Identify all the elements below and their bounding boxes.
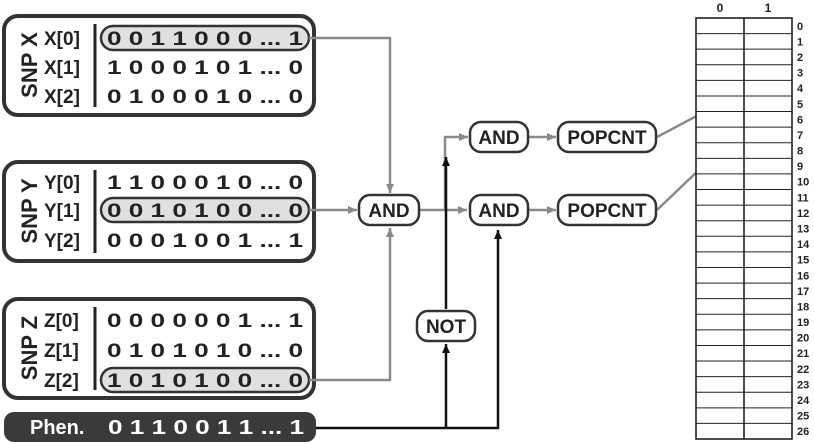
table-row-label: 1: [797, 36, 803, 48]
snp-y-row-name: Y[1]: [44, 201, 80, 222]
not-label: NOT: [426, 317, 467, 338]
snp-z-row-name: Z[0]: [44, 311, 79, 332]
table-col-header: 1: [765, 1, 772, 15]
table-row-label: 18: [797, 301, 809, 313]
snp-y-row-bits: 0 0 1 0 1 0 0 ... 0: [107, 201, 303, 222]
table-col-header: 0: [717, 1, 724, 15]
snp-x-row-name: X[1]: [44, 58, 80, 79]
snp-y-row-name: Y[2]: [44, 231, 80, 252]
snp-z-box: SNP Z Z[0] 0 0 0 0 0 0 1 ... 1 Z[1] 0 1 …: [2, 297, 316, 400]
snp-x-row-bits: 0 1 0 0 0 1 0 ... 0: [107, 87, 303, 108]
branch-to-top-and-connector: [443, 133, 468, 210]
table-row-label: 21: [797, 348, 809, 360]
snp-z-row-name: Z[2]: [44, 371, 79, 392]
table-row-label: 5: [797, 99, 803, 111]
phenotype-bar: Phen. 0 1 1 0 0 1 1 ... 1: [4, 412, 316, 442]
table-grid: [695, 17, 793, 440]
table-row-label: 19: [797, 317, 809, 329]
snp-x-row-bits: 1 0 0 0 1 0 1 ... 0: [107, 58, 303, 79]
x0-to-and-connector: [309, 36, 394, 193]
and-top-gate: AND: [468, 120, 530, 154]
and-bottom-gate: AND: [468, 193, 530, 227]
table-row-label: 4: [797, 83, 804, 95]
table-row-label: 25: [797, 411, 809, 423]
table-row-label: 17: [797, 286, 809, 298]
phenotype-bits: 0 1 1 0 0 1 1 ... 1: [108, 417, 304, 439]
table-row-label: 6: [797, 114, 803, 126]
table-row-label: 9: [797, 161, 803, 173]
snp-z-row-name: Z[1]: [44, 341, 79, 362]
table-row-label: 3: [797, 68, 803, 80]
and-top-label: AND: [478, 128, 519, 149]
snp-y-box: SNP Y Y[0] 1 1 0 0 0 1 0 ... 0 Y[1] 0 0 …: [2, 160, 316, 263]
table-row-label: 0: [797, 21, 803, 33]
phenotype-label: Phen.: [30, 417, 84, 439]
table-row-label: 14: [797, 239, 810, 251]
snp-y-title: SNP Y: [17, 178, 42, 244]
table-row-labels: 0123456789101112131415161718192021222324…: [797, 21, 810, 438]
table-row-label: 12: [797, 208, 809, 220]
snp-y-row-bits: 1 1 0 0 0 1 0 ... 0: [107, 173, 303, 194]
table-row-label: 10: [797, 177, 809, 189]
snp-y-row-bits: 0 0 0 1 0 0 1 ... 1: [107, 231, 304, 252]
table-row-label: 13: [797, 224, 809, 236]
black-connectors: [316, 157, 502, 430]
table-row-label: 16: [797, 270, 809, 282]
not-gate: NOT: [415, 309, 477, 343]
snp-z-row-bits: 1 0 1 0 1 0 0 ... 0: [107, 371, 303, 392]
table-row-label: 11: [797, 192, 809, 204]
table-row-label: 2: [797, 52, 803, 64]
contingency-table: 0 1 012345678910111213141516171819202122…: [695, 1, 810, 440]
and-main-gate: AND: [357, 193, 421, 227]
popcnt-top-gate: POPCNT: [556, 120, 658, 154]
table-row-label: 15: [797, 255, 809, 267]
table-row-label: 26: [797, 426, 809, 438]
popcnt-bottom-gate: POPCNT: [556, 193, 658, 227]
snp-z-title: SNP Z: [17, 316, 42, 380]
snp-z-row-bits: 0 0 0 0 0 0 1 ... 1: [107, 311, 304, 332]
popcnt-top-label: POPCNT: [567, 128, 647, 149]
and-main-label: AND: [368, 201, 409, 222]
z2-to-and-connector: [309, 228, 394, 382]
table-row-label: 22: [797, 364, 809, 376]
snp-y-row-name: Y[0]: [44, 173, 80, 194]
and-bottom-label: AND: [478, 201, 519, 222]
table-row-label: 24: [797, 395, 810, 407]
table-row-label: 8: [797, 146, 803, 158]
table-row-label: 7: [797, 130, 803, 142]
popcnt-bottom-label: POPCNT: [567, 201, 647, 222]
table-row-label: 23: [797, 379, 809, 391]
snp-x-box: SNP X X[0] 0 0 1 1 0 0 0 ... 1 X[1] 1 0 …: [2, 14, 316, 117]
snp-x-title: SNP X: [17, 32, 42, 98]
snp-x-row-bits: 0 0 1 1 0 0 0 ... 1: [107, 29, 304, 50]
snp-x-row-name: X[2]: [44, 87, 80, 108]
snp-z-row-bits: 0 1 0 1 0 1 0 ... 0: [107, 341, 303, 362]
table-row-label: 20: [797, 333, 809, 345]
snp-x-row-name: X[0]: [44, 29, 80, 50]
phen-to-and-connector: [316, 230, 502, 430]
